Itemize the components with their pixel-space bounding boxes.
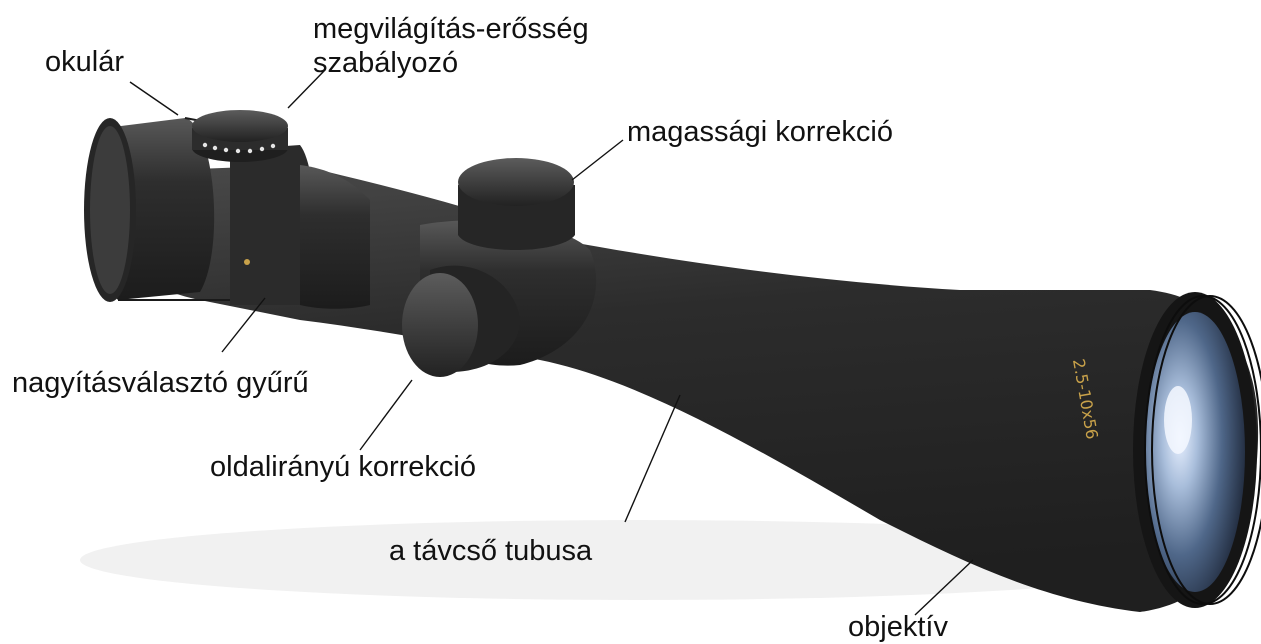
elevation-turret (458, 158, 575, 250)
label-elevation: magassági korrekció (627, 115, 893, 149)
label-windage: oldalirányú korrekció (210, 450, 476, 484)
label-eyepiece: okulár (45, 45, 124, 79)
leader-line-eyepiece (130, 82, 178, 115)
leader-line-windage (360, 380, 412, 450)
label-tube: a távcső tubusa (389, 534, 592, 568)
label-objective: objektív (848, 610, 948, 644)
label-magnification-ring: nagyításválasztó gyűrű (12, 366, 309, 400)
leader-line-tube (625, 395, 680, 522)
label-illumination-line2: szabályozó (313, 46, 458, 80)
illumination-turret (192, 110, 288, 162)
leader-line-elevation (572, 140, 623, 180)
magnification-ring (230, 145, 370, 309)
label-illumination-line1: megvilágítás-erősség (313, 12, 589, 46)
objective-lens (1133, 292, 1261, 608)
